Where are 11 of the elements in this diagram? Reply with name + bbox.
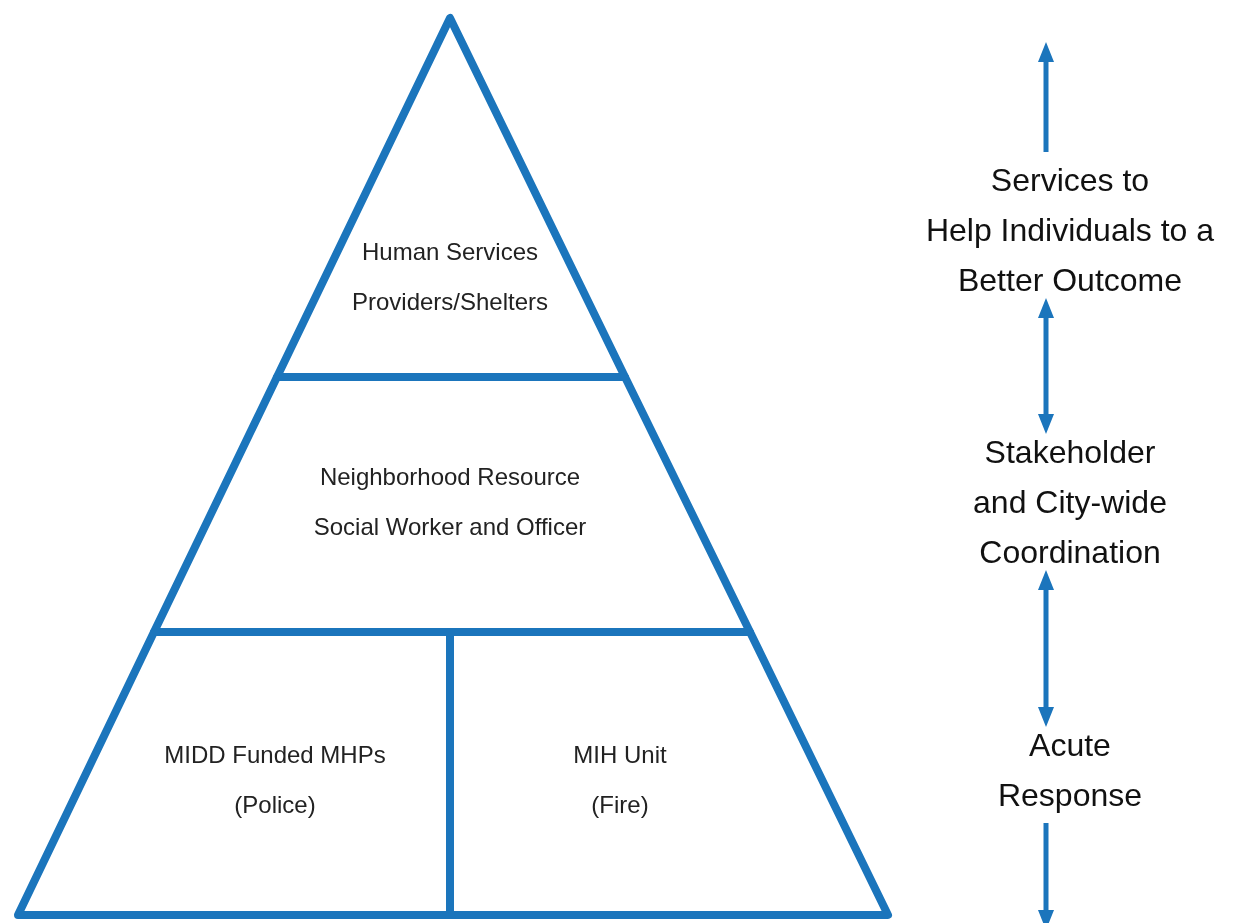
level-label: Acute Response: [890, 720, 1250, 820]
section-label: MIDD Funded MHPs (Police): [164, 740, 386, 820]
arrow: [1038, 570, 1054, 727]
arrow: [1038, 42, 1054, 152]
section-label: MIH Unit (Fire): [573, 740, 667, 820]
level-label: Stakeholder and City-wide Coordination: [890, 427, 1250, 577]
arrow: [1038, 298, 1054, 434]
section-label: Neighborhood Resource Social Worker and Officer: [313, 462, 587, 542]
arrow: [1038, 823, 1054, 923]
section-label: Human Services Providers/Shelters: [351, 237, 549, 317]
level-label: Services to Help Individuals to a Better Outcome: [890, 155, 1250, 305]
